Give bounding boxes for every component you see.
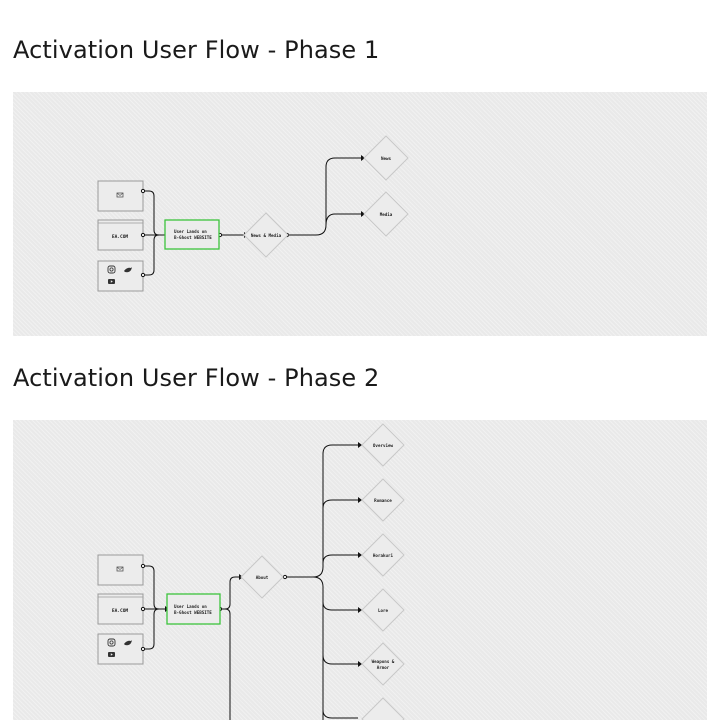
main-node-user-lands[interactable]: User Lands on B-Ghost WEBSITE xyxy=(164,219,220,250)
branch-label-horakuri: Horakuri xyxy=(373,553,394,558)
page-title-phase-2: Activation User Flow - Phase 2 xyxy=(13,364,380,392)
branch-diamond-media[interactable]: Media xyxy=(363,191,409,237)
flow-diagram-phase-1: EA.COM xyxy=(97,135,409,292)
source-card-social[interactable] xyxy=(97,260,144,292)
main-node-line1: User Lands on xyxy=(174,604,207,609)
source-card-email[interactable] xyxy=(97,180,144,212)
hub-label: News & Media xyxy=(251,233,282,238)
flow-diagram-phase-2: EA.COM xyxy=(97,423,405,720)
branch-diamond-weapons-armor[interactable]: Weapons & Armor xyxy=(361,642,405,686)
branch-label-news: News xyxy=(381,156,392,161)
branch-label-media: Media xyxy=(380,212,393,217)
branch-diamond-romance[interactable]: Romance xyxy=(361,478,405,522)
branch-diamond-horakuri[interactable]: Horakuri xyxy=(361,533,405,577)
branch-diamond-news[interactable]: News xyxy=(363,135,409,181)
hub-label: About xyxy=(256,575,269,580)
main-node-line1: User Lands on xyxy=(174,229,207,234)
instagram-icon xyxy=(107,265,116,274)
main-node-user-lands[interactable]: User Lands on B-Ghost WEBSITE xyxy=(166,593,221,625)
email-icon xyxy=(116,566,124,572)
source-card-social[interactable] xyxy=(97,633,144,665)
twitter-icon xyxy=(124,640,132,646)
twitter-icon xyxy=(124,267,132,273)
branch-diamond-partial[interactable] xyxy=(361,697,405,720)
main-node-line2: B-Ghost WEBSITE xyxy=(174,610,212,615)
branch-label-weapons-line2: Armor xyxy=(377,665,390,670)
source-card-email[interactable] xyxy=(97,554,144,586)
hub-diamond-about[interactable]: About xyxy=(240,555,284,599)
branch-diamond-overview[interactable]: Overview xyxy=(361,423,405,467)
branch-label-romance: Romance xyxy=(374,498,392,503)
youtube-icon xyxy=(108,652,115,657)
source-card-website[interactable]: EA.COM xyxy=(97,219,144,251)
email-icon xyxy=(116,192,124,198)
source-card-website[interactable]: EA.COM xyxy=(97,593,144,625)
website-label: EA.COM xyxy=(112,234,129,240)
page-title-phase-1: Activation User Flow - Phase 1 xyxy=(13,36,380,64)
youtube-icon xyxy=(108,279,115,284)
website-label: EA.COM xyxy=(112,608,129,614)
flow-canvas-phase-1[interactable]: EA.COM xyxy=(13,92,707,336)
hub-diamond-news-media[interactable]: News & Media xyxy=(243,212,289,258)
instagram-icon xyxy=(107,638,116,647)
flow-canvas-phase-2[interactable]: EA.COM xyxy=(13,420,707,720)
branch-label-weapons-line1: Weapons & xyxy=(372,659,395,664)
branch-diamond-lore[interactable]: Lore xyxy=(361,588,405,632)
main-node-line2: B-Ghost WEBSITE xyxy=(174,235,212,240)
branch-label-overview: Overview xyxy=(373,443,394,448)
branch-label-lore: Lore xyxy=(378,608,389,613)
